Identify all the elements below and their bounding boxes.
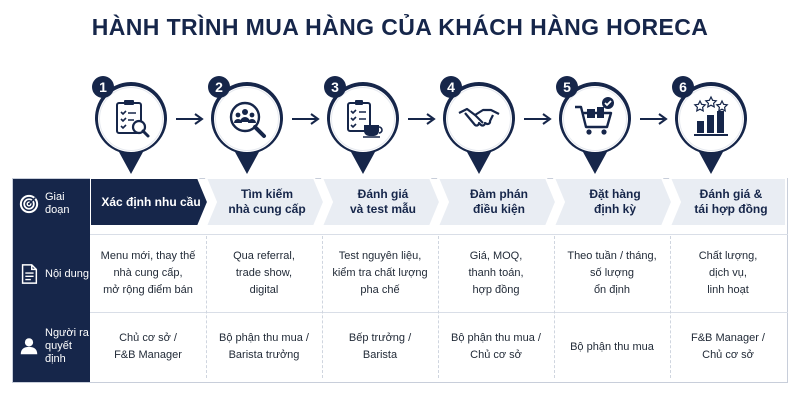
- cart-check-icon: [575, 97, 614, 135]
- stage-1: 1: [89, 64, 173, 182]
- stage-number: 5: [556, 76, 578, 98]
- row-label-content: Nội dung: [45, 267, 90, 280]
- stage-number: 3: [324, 76, 346, 98]
- stage-number: 4: [440, 76, 462, 98]
- stage-label: Đàm phán điều kiện: [469, 187, 528, 216]
- content-cell: Test nguyên liệu, kiểm tra chất lượng ph…: [332, 250, 428, 296]
- stage-6: 6: [669, 64, 753, 182]
- stage-chevron: [320, 178, 442, 226]
- stage-balloon: [327, 82, 399, 174]
- stage-3: 3: [321, 64, 405, 182]
- content-cell: Qua referral, trade show, digital: [233, 250, 295, 296]
- stage-chevron: [552, 178, 674, 226]
- row-divider: [90, 312, 788, 313]
- person-icon: [20, 338, 38, 355]
- target-icon: [19, 194, 39, 214]
- column-divider: [438, 236, 439, 378]
- stage-label: Tìm kiếm nhà cung cấp: [228, 187, 306, 216]
- clipboard-search-icon: [116, 100, 150, 138]
- stage-chevron: [436, 178, 558, 226]
- stage-number: 1: [92, 76, 114, 98]
- stage-label: Xác định nhu cầu: [101, 194, 201, 209]
- stage-4: 4: [437, 64, 521, 182]
- row-label-stage: Giai đoạn: [45, 191, 70, 216]
- stage-label: Đánh giá và test mẫu: [349, 187, 417, 216]
- row-header-stage: Giai đoạn: [12, 190, 90, 218]
- handshake-icon: [458, 107, 500, 127]
- decider-cell: F&B Manager / Chủ cơ sở: [691, 332, 765, 361]
- flow-arrow: [291, 112, 321, 126]
- stage-balloon: [675, 82, 747, 174]
- flow-arrow: [639, 112, 669, 126]
- stage-chevron: [90, 178, 210, 226]
- stage-label: Đánh giá & tái hợp đồng: [694, 187, 768, 216]
- page-title: HÀNH TRÌNH MUA HÀNG CỦA KHÁCH HÀNG HOREC…: [91, 14, 709, 40]
- column-divider: [322, 236, 323, 378]
- stage-balloon: [95, 82, 167, 174]
- stage-balloon: [559, 82, 631, 174]
- stage-icons-row: 1 2 3 4 5 6: [0, 64, 800, 184]
- row-header-content: Nội dung: [12, 256, 90, 292]
- checklist-cup-icon: [347, 100, 383, 138]
- stage-chevron: [668, 178, 787, 226]
- content-cell: Chất lượng, dịch vụ, linh hoạt: [698, 250, 758, 296]
- flow-arrow: [407, 112, 437, 126]
- content-cell: Theo tuần / tháng, số lượng ổn định: [567, 250, 657, 296]
- row-header-column: Giai đoạn Nội dung Người ra quyết định: [12, 178, 90, 383]
- stage-balloon: [443, 82, 515, 174]
- people-search-icon: [229, 101, 266, 138]
- decider-cell: Chủ cơ sở / F&B Manager: [114, 332, 182, 361]
- stage-label: Đặt hàng định kỳ: [589, 187, 641, 216]
- decider-cell: Bộ phận thu mua / Chủ cơ sở: [451, 332, 541, 361]
- row-header-decider: Người ra quyết định: [12, 326, 90, 365]
- stage-chevron: [204, 178, 326, 226]
- column-divider: [670, 236, 671, 378]
- flow-arrow: [523, 112, 553, 126]
- decider-cell: Bộ phận thu mua: [570, 340, 654, 353]
- stage-number: 6: [672, 76, 694, 98]
- content-cell: Giá, MOQ, thanh toán, hợp đồng: [468, 250, 524, 296]
- rating-chart-icon: [693, 95, 729, 136]
- document-icon: [21, 264, 38, 284]
- stage-2: 2: [205, 64, 289, 182]
- journey-table: Giai đoạn Nội dung Người ra quyết định X…: [12, 178, 788, 383]
- column-divider: [554, 236, 555, 378]
- decider-cell: Bộ phận thu mua / Barista trưởng: [219, 332, 309, 361]
- stage-5: 5: [553, 64, 637, 182]
- stage-chevron-band: [90, 178, 787, 226]
- stage-balloon: [211, 82, 283, 174]
- row-label-decider: Người ra quyết định: [45, 326, 89, 365]
- row-divider: [90, 234, 788, 235]
- flow-arrow: [175, 112, 205, 126]
- column-divider: [206, 236, 207, 378]
- content-cell: Menu mới, thay thế nhà cung cấp, mở rộng…: [100, 250, 196, 296]
- decider-cell: Bếp trưởng / Barista: [348, 332, 412, 361]
- stage-number: 2: [208, 76, 230, 98]
